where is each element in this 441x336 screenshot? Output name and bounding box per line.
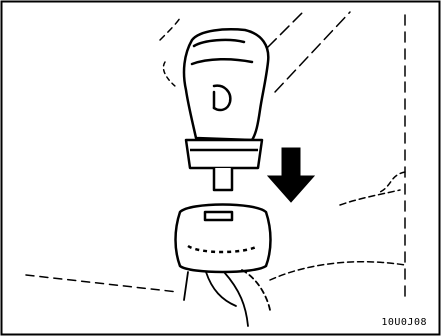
sleeve-line (160, 18, 180, 40)
down-arrow-icon (268, 148, 314, 202)
tongue-plate-body (186, 140, 262, 168)
buckle-slot (205, 212, 232, 220)
figure-reference-code: 10U0J08 (381, 317, 427, 328)
buckle (176, 205, 271, 273)
seat-edge-curve (380, 172, 405, 192)
buckle-strap (184, 270, 270, 326)
seat-side-curve (340, 190, 400, 205)
tongue-plate-tip (214, 168, 232, 190)
strap-center-line (206, 272, 236, 306)
seat-lower-curve (270, 262, 405, 280)
strap-left-edge (184, 272, 188, 300)
sleeve-edge-line (163, 62, 175, 86)
arrow-body (268, 148, 314, 202)
diagonal-dash-2 (275, 12, 350, 92)
seat-cushion-line (26, 275, 178, 292)
tongue-plate (186, 140, 262, 190)
hand (184, 29, 268, 140)
strap-shadow-line (242, 270, 270, 310)
strap-right-edge (224, 272, 248, 326)
